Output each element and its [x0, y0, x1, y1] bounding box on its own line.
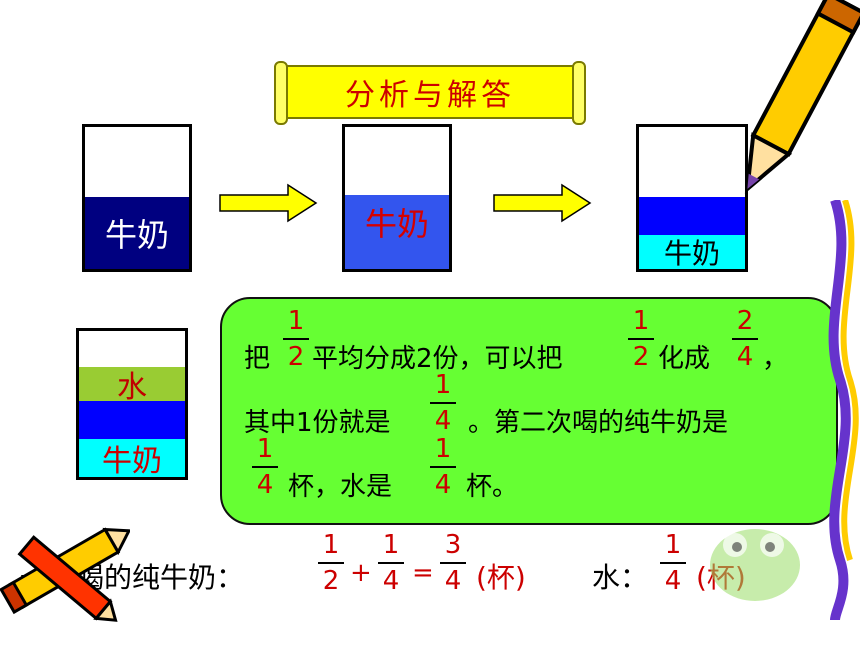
arrow-right-icon [493, 183, 592, 223]
cup-2: 牛奶 [342, 124, 452, 272]
cup-3-band-blue [639, 197, 745, 235]
fraction-one-fourth: 1 4 [252, 434, 278, 500]
cup-1: 牛奶 [82, 124, 192, 272]
bottom-fraction-d: 1 4 [660, 530, 686, 596]
explain-line2-a: 其中1份就是 [244, 408, 391, 438]
water-label: 水： [592, 561, 649, 594]
bottom-fraction-a: 1 2 [318, 530, 344, 596]
fraction-numerator: 1 [256, 434, 274, 464]
bottom-fraction-b: 1 4 [378, 530, 404, 596]
explain-line1-b: 平均分成2份，可以把 [312, 344, 563, 374]
fraction-denominator: 4 [382, 566, 400, 596]
cup-4: 水 牛奶 [76, 328, 188, 480]
fraction-denominator: 4 [256, 470, 274, 500]
bottom-fraction-c: 3 4 [440, 530, 466, 596]
unit-cup-1: (杯) [476, 561, 526, 594]
fraction-one-half: 1 2 [628, 306, 654, 372]
fraction-two-fourths: 2 4 [732, 306, 758, 372]
fraction-denominator: 4 [736, 342, 754, 372]
cup-4-water-label: 水 [117, 370, 147, 405]
title-banner: 分析与解答 [274, 61, 586, 125]
cup-2-milk: 牛奶 [345, 195, 449, 269]
fraction-denominator: 2 [287, 342, 305, 372]
fraction-numerator: 1 [382, 530, 400, 560]
explain-line1-a: 把 [244, 344, 271, 374]
cup-4-milk: 牛奶 [79, 439, 185, 477]
fraction-numerator: 3 [444, 530, 462, 560]
fraction-one-fourth: 1 4 [430, 370, 456, 436]
explain-line1-c: 化成 [658, 344, 711, 374]
cup-4-water: 水 [79, 367, 185, 405]
fraction-denominator: 4 [434, 406, 452, 436]
fraction-numerator: 1 [434, 434, 452, 464]
page-title: 分析与解答 [345, 78, 515, 113]
fraction-numerator: 1 [287, 306, 305, 336]
fraction-numerator: 1 [664, 530, 682, 560]
cup-3-label: 牛奶 [663, 237, 720, 270]
fraction-denominator: 2 [632, 342, 650, 372]
explain-line3-b: 杯。 [466, 472, 519, 502]
plus-sign: + [350, 558, 372, 588]
fraction-numerator: 1 [434, 370, 452, 400]
explain-line3-a: 杯，水是 [288, 472, 393, 502]
explain-line1-d: ， [762, 344, 789, 374]
cup-3: 牛奶 [636, 124, 748, 272]
equals-sign: = [412, 558, 434, 588]
frog-mascot-icon [710, 529, 800, 601]
cup-1-milk: 牛奶 [85, 197, 189, 269]
fraction-denominator: 4 [434, 470, 452, 500]
ribbon-decoration [828, 200, 859, 620]
fraction-denominator: 4 [444, 566, 462, 596]
fraction-denominator: 2 [322, 566, 340, 596]
fraction-numerator: 2 [736, 306, 754, 336]
fraction-numerator: 1 [632, 306, 650, 336]
pencils-icon [0, 527, 130, 622]
explain-line2-b: 。第二次喝的纯牛奶是 [468, 408, 729, 438]
cup-4-milk-label: 牛奶 [102, 444, 162, 479]
cup-1-label: 牛奶 [104, 216, 169, 254]
fraction-denominator: 4 [664, 566, 682, 596]
fraction-one-half: 1 2 [283, 306, 309, 372]
cup-2-label: 牛奶 [364, 205, 429, 243]
cup-3-band-cyan: 牛奶 [639, 235, 745, 269]
cup-4-band-blue [79, 401, 185, 439]
arrow-right-icon [219, 183, 318, 223]
explanation-box [220, 297, 838, 525]
fraction-one-fourth: 1 4 [430, 434, 456, 500]
fraction-numerator: 1 [322, 530, 340, 560]
pencil-icon [744, 0, 860, 194]
